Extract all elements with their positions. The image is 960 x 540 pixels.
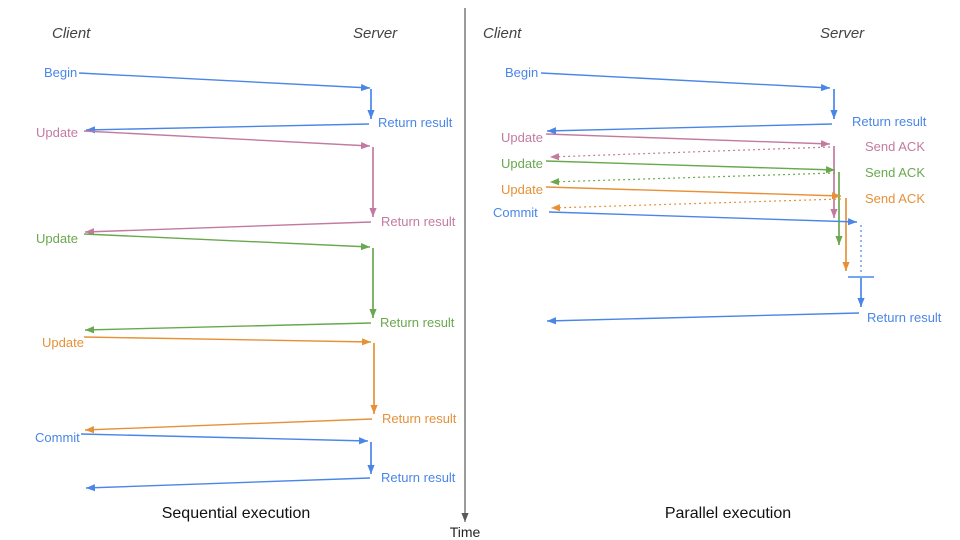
seq-message-update-3: Update Return result	[42, 335, 457, 434]
response-label: Return result	[381, 470, 456, 485]
seq-message-begin: Begin Return result	[44, 65, 453, 134]
response-label: Send ACK	[865, 139, 925, 154]
response-arrow	[85, 477, 371, 492]
request-arrow	[83, 336, 372, 346]
response-arrow	[84, 418, 373, 434]
sequential-caption: Sequential execution	[162, 505, 311, 522]
par-message-update-3: Update Send ACK	[501, 182, 925, 271]
request-arrow	[545, 160, 836, 174]
server-header: Server	[353, 25, 398, 42]
request-arrow	[540, 72, 831, 92]
response-arrow	[84, 322, 372, 334]
client-header: Client	[483, 25, 522, 42]
message-label: Begin	[505, 65, 538, 80]
response-arrow	[546, 123, 833, 135]
ack-dotted-arrow	[549, 146, 831, 161]
time-axis-label: Time	[450, 524, 481, 540]
response-label: Send ACK	[865, 165, 925, 180]
parallel-diagram: Client Server Begin Return result Update…	[483, 25, 942, 522]
message-label: Update	[501, 130, 543, 145]
response-label: Return result	[382, 411, 457, 426]
message-label: Update	[36, 125, 78, 140]
response-label: Return result	[867, 310, 942, 325]
response-arrow	[85, 123, 370, 134]
response-label: Return result	[380, 315, 455, 330]
par-message-begin: Begin Return result	[505, 65, 927, 135]
message-label: Begin	[44, 65, 77, 80]
seq-message-update-1: Update Return result	[36, 125, 456, 236]
request-arrow	[548, 211, 858, 226]
request-arrow	[83, 130, 371, 150]
message-label: Update	[42, 335, 84, 350]
time-axis: Time	[450, 8, 481, 540]
request-arrow	[545, 186, 842, 200]
seq-message-update-2: Update Return result	[36, 231, 455, 334]
message-label: Commit	[35, 430, 80, 445]
response-arrow	[546, 312, 860, 325]
request-arrow	[83, 233, 371, 251]
par-message-commit: Commit Return result	[493, 205, 942, 325]
response-label: Return result	[852, 114, 927, 129]
message-label: Update	[36, 231, 78, 246]
response-label: Return result	[381, 214, 456, 229]
response-label: Send ACK	[865, 191, 925, 206]
ack-dotted-arrow	[549, 172, 836, 186]
request-arrow	[78, 72, 371, 92]
client-header: Client	[52, 25, 91, 42]
parallel-caption: Parallel execution	[665, 505, 791, 522]
sequential-diagram: Client Server Begin Return result Update…	[35, 25, 457, 522]
response-arrow	[84, 221, 372, 236]
response-label: Return result	[378, 115, 453, 130]
message-label: Commit	[493, 205, 538, 220]
par-message-update-2: Update Send ACK	[501, 156, 925, 245]
message-label: Update	[501, 156, 543, 171]
message-label: Update	[501, 182, 543, 197]
par-message-update-1: Update Send ACK	[501, 130, 925, 218]
server-header: Server	[820, 25, 865, 42]
ack-dotted-arrow	[550, 198, 842, 212]
request-arrow	[545, 133, 831, 148]
seq-message-commit: Commit Return result	[35, 430, 456, 492]
request-arrow	[80, 433, 369, 445]
